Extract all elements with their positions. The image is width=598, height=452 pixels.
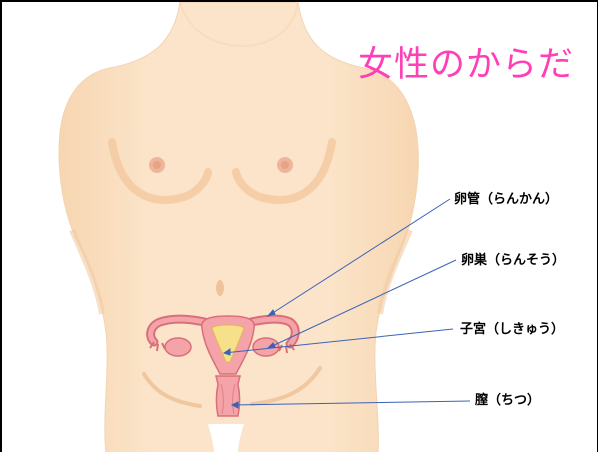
- label-vagina: 膣（ちつ）: [475, 393, 541, 408]
- leader-line-ovary: [267, 259, 457, 349]
- leader-line-vagina: [231, 400, 471, 406]
- label-uterus: 子宮（しきゅう）: [460, 322, 565, 337]
- left-hip-crease: [142, 372, 202, 408]
- label-fallopian-tube: 卵管（らんかん）: [454, 192, 559, 207]
- leader-line-uterus: [223, 328, 454, 354]
- right-breast-contour: [232, 138, 336, 204]
- vagina: [215, 375, 241, 417]
- navel: [216, 280, 224, 296]
- right-hip-crease: [250, 366, 322, 406]
- uterus-cavity: [211, 324, 245, 363]
- label-ovary: 卵巣（らんそう）: [461, 253, 566, 268]
- left-breast-contour: [108, 138, 212, 204]
- diagram-title: 女性のからだ: [358, 45, 575, 85]
- leader-line-fallopian-tube: [267, 198, 451, 317]
- ovary-left: [164, 337, 192, 357]
